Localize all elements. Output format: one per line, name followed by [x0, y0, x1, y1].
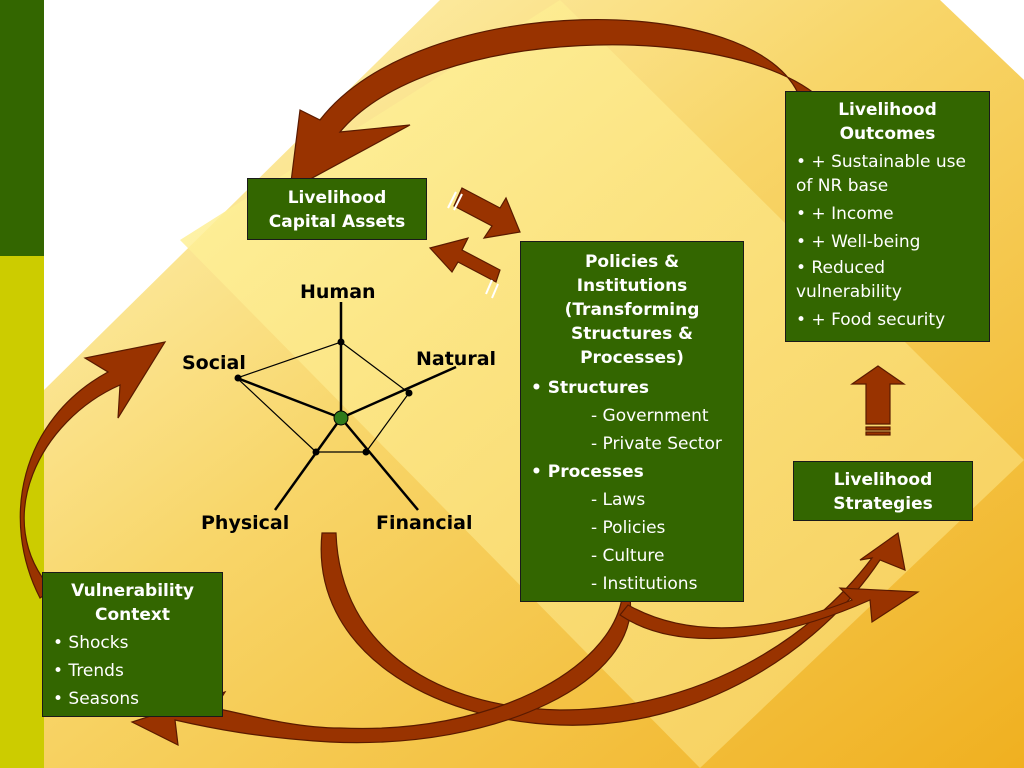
corner-white-top-right [940, 0, 1024, 80]
outcomes-box: Livelihood Outcomes • + Sustainable use … [785, 91, 990, 342]
outcomes-item: • + Sustainable use of NR base [796, 152, 966, 196]
vertex-natural [405, 389, 413, 397]
vulnerability-title: Vulnerability Context [71, 581, 194, 625]
structures-item: - Private Sector [591, 434, 722, 454]
vertex-human [337, 338, 345, 346]
outcomes-title: Livelihood Outcomes [838, 100, 937, 144]
vertex-social [234, 374, 242, 382]
pentagon-label-financial: Financial [376, 512, 473, 534]
vulnerability-item: • Shocks [53, 633, 129, 653]
vertex-financial [362, 448, 370, 456]
structures-item: - Government [591, 406, 709, 426]
processes-item: - Laws [591, 490, 646, 510]
vertex-physical [312, 448, 320, 456]
policies-title: Policies & Institutions (Transforming St… [564, 252, 700, 368]
vulnerability-item: • Trends [53, 661, 124, 681]
pentagon-label-physical: Physical [201, 512, 290, 534]
pentagon-center [333, 410, 349, 426]
processes-item: - Culture [591, 546, 665, 566]
curved-arrow-icon [19, 341, 167, 599]
pentagon-label-human: Human [300, 281, 376, 303]
axis-financial [340, 417, 419, 511]
vulnerability-item: • Seasons [53, 689, 139, 709]
processes-item: - Policies [591, 518, 666, 538]
outcomes-item: • Reduced vulnerability [796, 258, 902, 302]
left-bar-dark [0, 0, 44, 256]
axis-natural [340, 365, 457, 420]
curved-arrow-icon [619, 587, 920, 640]
pentagon-label-social: Social [182, 352, 246, 374]
capital-assets-title: Livelihood Capital Assets [268, 188, 406, 232]
axis-social [236, 376, 342, 420]
strategies-title: Livelihood Strategies [833, 470, 933, 514]
capital-assets-box: Livelihood Capital Assets [247, 178, 427, 240]
outcomes-item: • + Well-being [796, 232, 921, 252]
axis-physical [273, 417, 343, 511]
pentagon-outline [235, 341, 410, 453]
block-arrow-icon [447, 187, 521, 239]
pentagon-label-natural: Natural [416, 348, 497, 370]
curved-arrow-icon [130, 597, 632, 747]
processes-item: - Institutions [591, 574, 698, 594]
outcomes-item: • + Food security [796, 310, 946, 330]
strategies-box: Livelihood Strategies [793, 461, 973, 521]
block-arrow-icon [428, 237, 501, 299]
curved-arrow-icon [320, 531, 906, 726]
structures-label: • Structures [531, 378, 649, 398]
up-arrow-icon [850, 365, 906, 436]
policies-box: Policies & Institutions (Transforming St… [520, 241, 744, 602]
processes-label: • Processes [531, 462, 644, 482]
outcomes-item: • + Income [796, 204, 894, 224]
vulnerability-box: Vulnerability Context • Shocks • Trends … [42, 572, 223, 717]
